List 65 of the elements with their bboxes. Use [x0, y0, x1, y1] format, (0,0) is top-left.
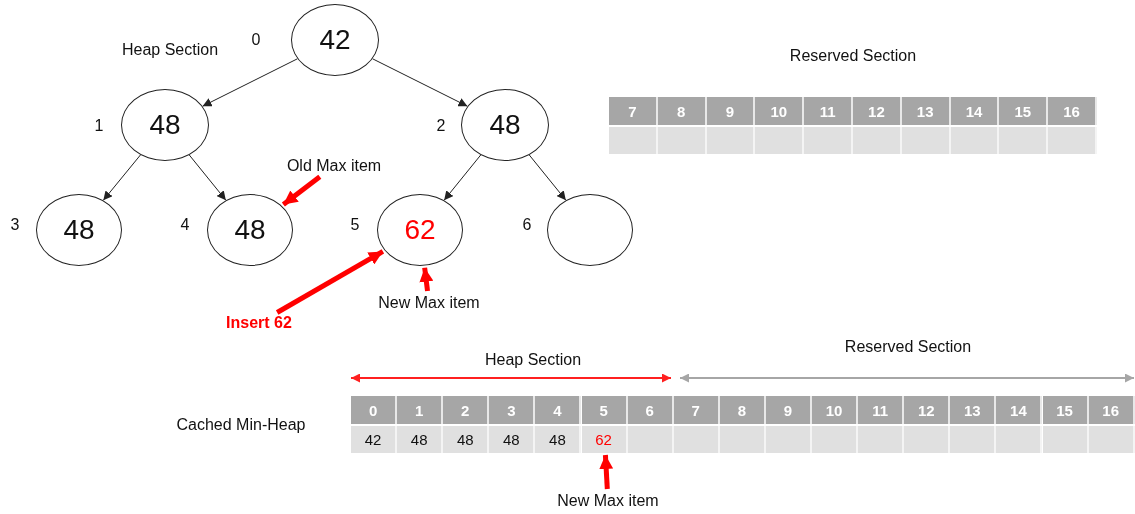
arrow [188, 154, 227, 201]
header-cell: 11 [858, 396, 905, 424]
header-cell: 10 [812, 396, 859, 424]
index-label: 4 [180, 216, 190, 234]
header-cell: 13 [901, 97, 951, 125]
arrow [281, 174, 322, 207]
header-cell: 15 [999, 97, 1049, 125]
header-cell: 1 [397, 396, 444, 424]
node-value: 62 [404, 214, 436, 246]
header-cell: 12 [853, 97, 902, 125]
node-value: 42 [319, 24, 351, 56]
header-cell: 13 [950, 396, 997, 424]
header-cell: 8 [657, 97, 707, 125]
arrow [443, 154, 482, 201]
header-cell: 10 [755, 97, 805, 125]
table-cell: 48 [397, 426, 444, 453]
header-cell: 11 [804, 97, 853, 125]
header-cell: 9 [765, 396, 812, 424]
header-cell: 6 [627, 396, 674, 424]
header-cell: 7 [673, 396, 720, 424]
annotation-text: Old Max item [286, 157, 382, 175]
index-label: 2 [436, 117, 446, 135]
node-value: 48 [489, 109, 521, 141]
arrow [202, 58, 298, 107]
header-cell: 5 [581, 396, 628, 424]
table-cell: 48 [489, 426, 536, 453]
annotation-text: Insert 62 [226, 314, 292, 332]
header-cell: 8 [719, 396, 766, 424]
header-cell: 0 [351, 396, 398, 424]
table-cell: 48 [443, 426, 490, 453]
arrow [275, 249, 385, 315]
section-title: Heap Section [484, 351, 582, 369]
header-cell: 16 [1088, 396, 1135, 424]
header-cell: 7 [609, 97, 658, 125]
table-cell: 48 [535, 426, 582, 453]
arrow [419, 267, 434, 292]
section-title: Heap Section [121, 41, 219, 59]
header-cell: 12 [904, 396, 951, 424]
row-title: Cached Min-Heap [176, 416, 306, 434]
table-cell: 42 [351, 426, 398, 453]
header-cell: 15 [1042, 396, 1089, 424]
node-value: 48 [63, 214, 95, 246]
header-cell: 14 [996, 396, 1043, 424]
header-cell: 3 [489, 396, 536, 424]
header-cell: 4 [535, 396, 582, 424]
index-label: 3 [10, 216, 20, 234]
node-value: 48 [149, 109, 181, 141]
arrow [102, 154, 141, 201]
index-label: 0 [251, 31, 261, 49]
header-cell: 16 [1048, 97, 1097, 125]
header-cell: 14 [950, 97, 1000, 125]
header-cell: 2 [443, 396, 490, 424]
node-value: 48 [234, 214, 266, 246]
arrow [372, 58, 468, 107]
index-label: 5 [350, 216, 360, 234]
arrow [599, 454, 614, 490]
header-cell: 9 [706, 97, 756, 125]
section-title: Reserved Section [844, 338, 972, 356]
index-label: 6 [522, 216, 532, 234]
annotation-text: New Max item [378, 294, 480, 312]
annotation-text: New Max item [557, 492, 659, 510]
index-label: 1 [94, 117, 104, 135]
table-cell: 62 [581, 426, 628, 453]
arrow [528, 154, 567, 201]
section-title: Reserved Section [789, 47, 917, 65]
